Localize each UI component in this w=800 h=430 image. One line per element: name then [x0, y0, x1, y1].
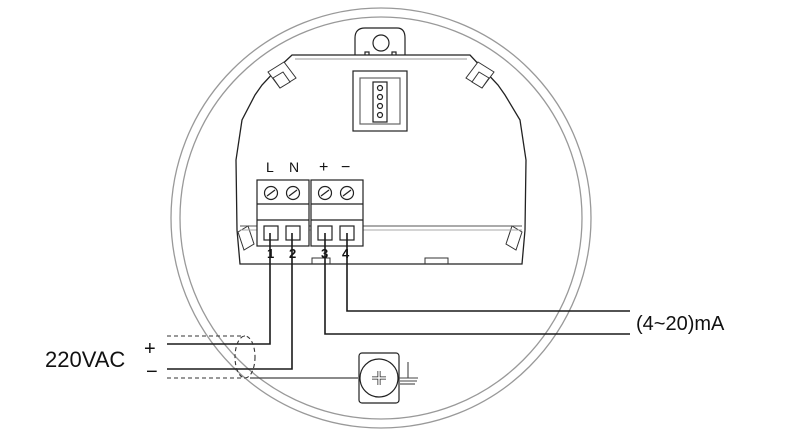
terminal-label-l: L	[266, 159, 274, 175]
wires	[167, 233, 630, 370]
terminal-label-minus: −	[341, 159, 350, 176]
terminal-block-power	[256, 179, 310, 247]
terminal-label-n: N	[289, 159, 299, 175]
terminal-label-plus: +	[319, 159, 328, 176]
housing-inner-ring	[179, 16, 583, 420]
signal-output-label: (4~20)mA	[636, 313, 725, 335]
housing-outer-ring	[170, 7, 592, 429]
power-supply-label: 220VAC	[45, 347, 125, 372]
earth-ground-icon	[399, 362, 418, 385]
wire-terminal-3	[324, 233, 630, 335]
cable-shield	[167, 335, 256, 379]
sensor-connector	[352, 70, 408, 132]
wire-terminal-1	[167, 233, 271, 345]
terminal-number-4: 4	[342, 246, 350, 261]
terminal-block-signal	[310, 179, 364, 247]
side-clips	[237, 61, 523, 251]
wire-terminal-4	[346, 233, 630, 312]
power-plus-label: +	[144, 338, 156, 360]
wire-terminal-2	[167, 233, 293, 370]
power-minus-label: −	[146, 361, 158, 383]
mounting-tab	[354, 27, 406, 57]
ground-screw-icon	[358, 352, 400, 404]
